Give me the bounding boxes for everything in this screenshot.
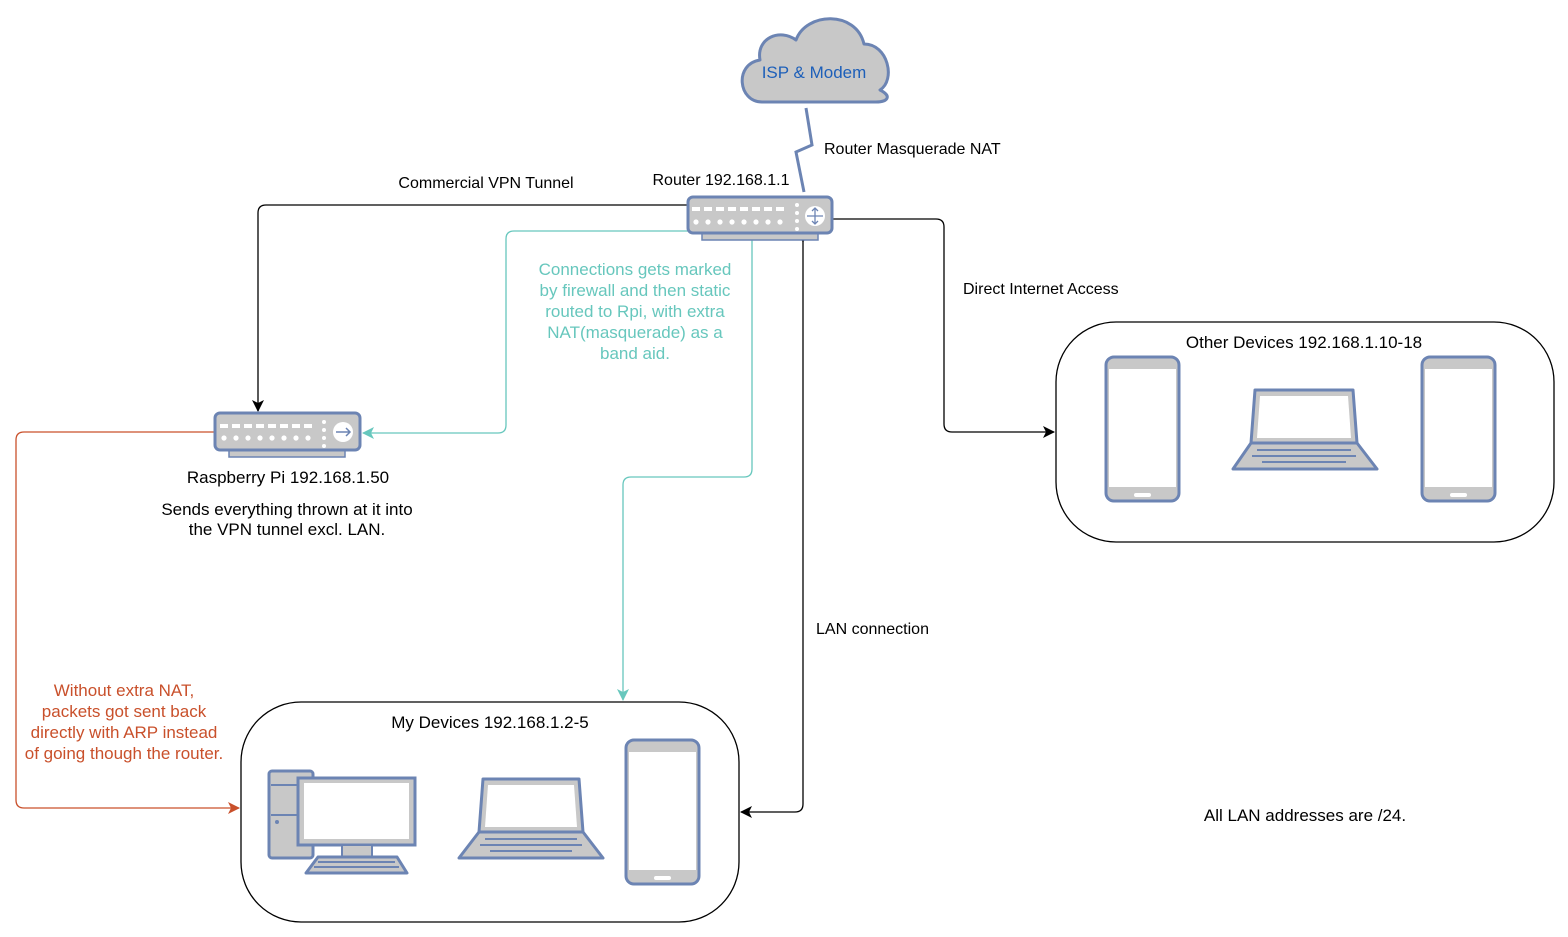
cloud-icon — [740, 17, 890, 104]
teal-router-to-rpi-edge — [362, 230, 700, 439]
orange-note: Without extra NAT, packets got sent back… — [24, 681, 224, 763]
vpn-edge-label: Commercial VPN Tunnel — [398, 175, 574, 192]
lan-edge-label: LAN connection — [816, 621, 929, 638]
footer-note: All LAN addresses are /24. — [1203, 806, 1407, 825]
direct-internet-edge — [822, 213, 1055, 438]
direct-edge-label: Direct Internet Access — [963, 281, 1119, 298]
wan-edge-label: Router Masquerade NAT — [824, 141, 1001, 158]
orange-rpi-to-mydevices-edge — [15, 431, 240, 814]
other-devices-label: Other Devices 192.168.1.10-18 — [1185, 333, 1423, 352]
isp-label: ISP & Modem — [761, 63, 867, 82]
desktop-icon — [267, 769, 417, 875]
lan-connection-edge — [740, 231, 809, 818]
laptop-icon — [1231, 388, 1379, 471]
rpi-label: Raspberry Pi 192.168.1.50 — [186, 468, 390, 487]
router-icon — [686, 195, 834, 241]
teal-note: Connections gets marked by firewall and … — [538, 260, 732, 363]
router-label: Router 192.168.1.1 — [652, 172, 790, 189]
laptop-icon — [457, 777, 605, 860]
rpi-description: Sends everything thrown at it into the V… — [161, 500, 413, 539]
wan-lightning-link — [794, 107, 814, 193]
vpn-tunnel-edge — [252, 199, 697, 412]
my-devices-label: My Devices 192.168.1.2-5 — [391, 713, 589, 732]
switch-icon — [213, 411, 362, 458]
phone-icon — [624, 738, 701, 886]
phone-icon — [1420, 355, 1497, 503]
phone-icon — [1104, 355, 1181, 503]
